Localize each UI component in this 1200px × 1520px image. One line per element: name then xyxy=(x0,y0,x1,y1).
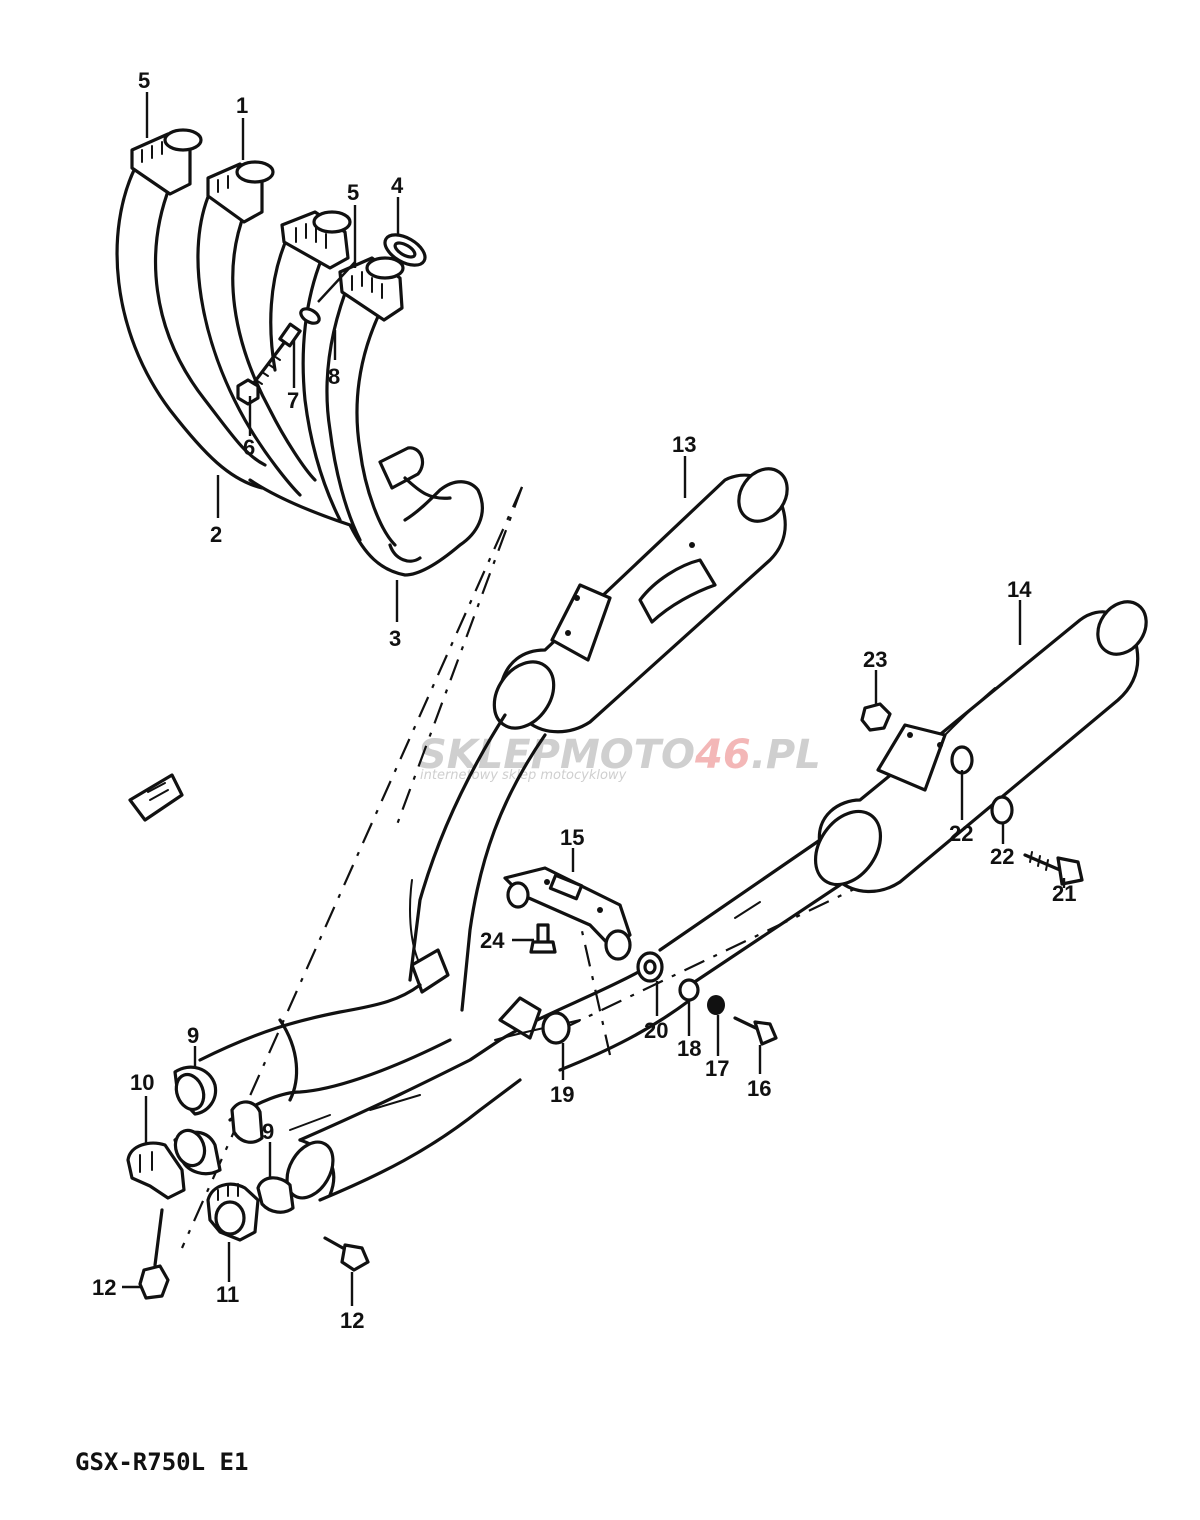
callout-14: 14 xyxy=(1007,577,1032,602)
callout-24: 24 xyxy=(480,928,505,953)
watermark-brand-4: .PL xyxy=(751,732,821,778)
lower-connecting-pipes xyxy=(198,958,692,1202)
gasket-9b xyxy=(230,1100,264,1144)
washer-19 xyxy=(541,1011,571,1045)
washer-18 xyxy=(678,978,700,1002)
nut-6 xyxy=(236,378,260,406)
clamp-10 xyxy=(126,1141,186,1200)
callout-5b: 5 xyxy=(347,180,359,205)
exhaust-header-pipes xyxy=(115,128,484,577)
callout-13: 13 xyxy=(672,432,696,457)
left-muffler-assembly xyxy=(408,467,789,1012)
callout-9a: 9 xyxy=(187,1023,199,1048)
callout-9b: 9 xyxy=(262,1119,274,1144)
callout-18: 18 xyxy=(677,1036,701,1061)
callout-16: 16 xyxy=(747,1076,771,1101)
gasket-9c xyxy=(256,1176,295,1214)
callout-2: 2 xyxy=(210,522,222,547)
nut-23 xyxy=(860,702,892,732)
callout-20: 20 xyxy=(644,1018,668,1043)
callout-8: 8 xyxy=(328,364,340,389)
flange-1 xyxy=(130,128,203,196)
flange-4 xyxy=(338,256,405,322)
gasket-ring xyxy=(383,233,427,267)
callout-22a: 22 xyxy=(949,821,973,846)
flange-3 xyxy=(280,210,352,270)
callout-19: 19 xyxy=(550,1082,574,1107)
washer-22a xyxy=(950,745,974,775)
callout-12a: 12 xyxy=(92,1275,116,1300)
washer-8 xyxy=(299,307,321,325)
callout-5a: 5 xyxy=(138,68,150,93)
callout-7: 7 xyxy=(287,388,299,413)
callout-22b: 22 xyxy=(990,844,1014,869)
mounting-bracket-15 xyxy=(503,866,632,961)
callout-3: 3 xyxy=(389,626,401,651)
nut-17 xyxy=(707,995,725,1015)
washer-22b xyxy=(990,795,1014,825)
callout-21: 21 xyxy=(1052,881,1076,906)
watermark-brand-3: 46 xyxy=(694,732,751,778)
bolt-12a xyxy=(138,1264,170,1300)
callout-1: 1 xyxy=(236,93,248,118)
flange-2 xyxy=(206,160,275,224)
leader-lines xyxy=(122,92,1066,1306)
callout-6: 6 xyxy=(243,435,255,460)
callout-15: 15 xyxy=(560,825,584,850)
watermark-brand-2: MOTO xyxy=(560,732,695,778)
right-muffler-assembly xyxy=(658,600,1148,987)
callout-23: 23 xyxy=(863,647,887,672)
callout-11: 11 xyxy=(216,1282,239,1307)
callout-10: 10 xyxy=(130,1070,154,1095)
part-callouts: 5 1 5 4 7 8 6 2 3 13 14 23 22 22 21 15 2… xyxy=(92,68,1076,1333)
hardware xyxy=(126,702,1084,1300)
stud-bolt xyxy=(248,322,302,390)
callout-4: 4 xyxy=(391,173,404,198)
callout-17: 17 xyxy=(705,1056,729,1081)
callout-12b: 12 xyxy=(340,1308,364,1333)
model-code: GSX-R750L E1 xyxy=(75,1448,248,1476)
